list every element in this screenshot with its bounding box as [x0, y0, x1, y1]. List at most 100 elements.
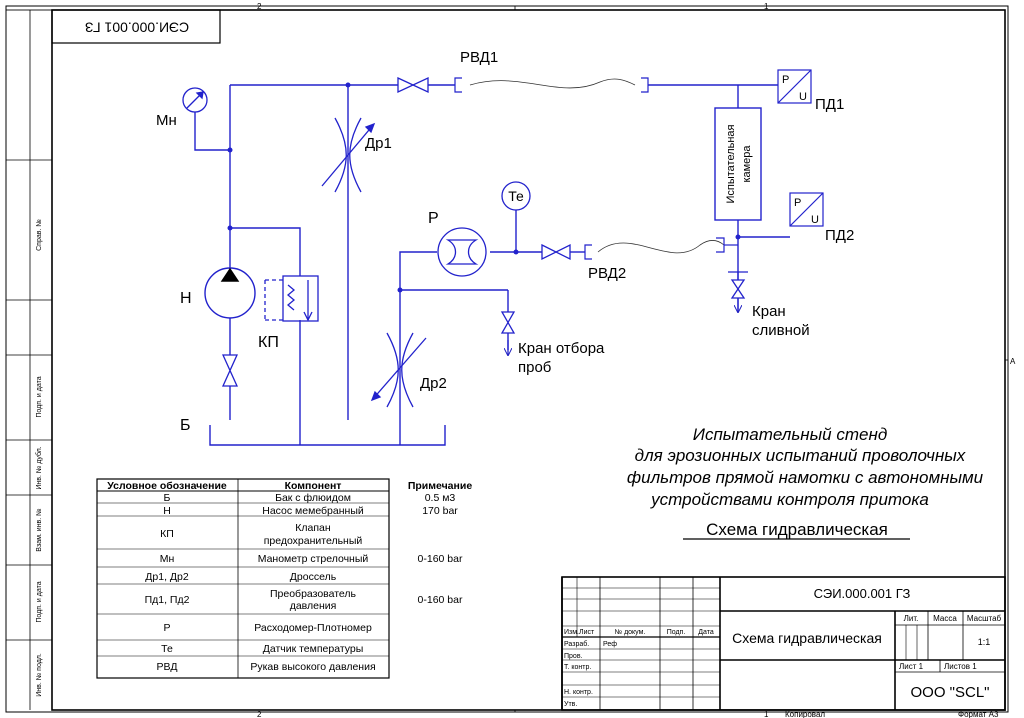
hydraulic-lines	[194, 84, 790, 446]
label-kran-sample-1: Кран отбора	[518, 340, 605, 357]
label-r: Р	[428, 210, 439, 227]
pump-icon	[204, 267, 256, 319]
svg-text:Н: Н	[163, 505, 171, 517]
label-dr2: Др2	[420, 375, 447, 392]
side-label-podp1: Подп. и дата	[36, 376, 43, 417]
label-pd1: ПД1	[815, 96, 844, 113]
svg-text:Утв.: Утв.	[564, 701, 577, 708]
legend-pd-2: давления	[290, 600, 337, 612]
pd2-u: U	[811, 214, 819, 226]
rotated-code-box: СЭИ.000.001 ГЗ	[51, 9, 221, 44]
label-rvd2: РВД2	[588, 265, 626, 282]
svg-text:СЭИ.000.001 ГЗ: СЭИ.000.001 ГЗ	[814, 586, 911, 601]
svg-text:Примечание: Примечание	[408, 480, 472, 492]
side-label-podl: Инв. № подл.	[36, 653, 43, 697]
format-label: Формат А3	[958, 710, 999, 718]
throttle-dr2-icon	[370, 332, 427, 408]
svg-text:Масштаб: Масштаб	[967, 614, 1002, 623]
zone-top-right: 1	[764, 2, 769, 11]
svg-text:Схема гидравлическая: Схема гидравлическая	[732, 630, 882, 646]
side-label-vzam: Взам. инв. №	[36, 508, 43, 551]
svg-text:Лист 1: Лист 1	[899, 662, 924, 671]
svg-text:Манометр стрелочный: Манометр стрелочный	[258, 553, 369, 565]
pressure-sensor-pd1-icon	[777, 69, 812, 104]
flowmeter-icon	[437, 227, 487, 277]
svg-text:Бак с флюидом: Бак с флюидом	[275, 492, 351, 504]
label-kran-drain-1: Кран	[752, 303, 786, 320]
legend-kp-1: Клапан	[295, 522, 331, 534]
svg-text:Подп.: Подп.	[667, 629, 686, 636]
test-chamber-icon	[714, 107, 762, 221]
svg-text:Др1, Др2: Др1, Др2	[145, 571, 189, 583]
side-label-podp2: Подп. и дата	[36, 581, 43, 622]
svg-text:1:1: 1:1	[978, 637, 991, 647]
svg-text:Схема гидравлическая: Схема гидравлическая	[706, 520, 888, 539]
label-b: Б	[180, 417, 191, 434]
svg-text:Те: Те	[161, 643, 173, 655]
label-kran-drain-2: сливной	[752, 322, 810, 339]
svg-text:Реф: Реф	[603, 641, 617, 648]
svg-text:Пров.: Пров.	[564, 653, 583, 660]
title-block	[561, 576, 1006, 711]
sample-valve-icon	[500, 311, 516, 355]
relief-valve-icon	[264, 275, 319, 322]
svg-text:Р: Р	[163, 622, 170, 634]
label-te: Те	[508, 188, 524, 204]
svg-text:170 bar: 170 bar	[422, 505, 458, 517]
label-pd2: ПД2	[825, 227, 854, 244]
label-kp: КП	[258, 334, 279, 351]
svg-text:0-160 bar: 0-160 bar	[418, 553, 463, 565]
svg-text:СЭИ.000.001 ГЗ: СЭИ.000.001 ГЗ	[85, 19, 189, 35]
drawing-title: Испытательный стенд для эрозионных испыт…	[627, 425, 984, 540]
label-n: Н	[180, 290, 192, 307]
svg-text:Н. контр.: Н. контр.	[564, 689, 593, 696]
temperature-sensor-icon	[501, 181, 531, 211]
legend-cells: Условное обозначение Компонент Примечани…	[107, 480, 472, 673]
copied-label: Копировал	[785, 710, 825, 718]
pressure-sensor-pd2-icon	[789, 192, 824, 227]
junction-dots	[227, 82, 741, 293]
svg-text:Листов 1: Листов 1	[944, 662, 977, 671]
label-rvd1: РВД1	[460, 49, 498, 66]
svg-text:0.5 м3: 0.5 м3	[425, 492, 456, 504]
pd1-p: P	[782, 74, 789, 86]
svg-text:КП: КП	[160, 528, 174, 540]
svg-text:Расходомер-Плотномер: Расходомер-Плотномер	[254, 622, 372, 634]
throttle-dr1-icon	[321, 117, 376, 193]
svg-text:Пд1, Пд2: Пд1, Пд2	[145, 594, 190, 606]
pd1-u: U	[799, 91, 807, 103]
label-mn: Мн	[156, 112, 177, 129]
svg-text:Датчик температуры: Датчик температуры	[263, 643, 364, 655]
svg-text:Изм.: Изм.	[564, 629, 579, 636]
drawing-frame	[5, 5, 1009, 713]
legend-pd-1: Преобразователь	[270, 588, 357, 600]
svg-text:Дроссель: Дроссель	[290, 571, 337, 583]
svg-text:Разраб.: Разраб.	[564, 640, 589, 648]
svg-text:Насос мемебранный: Насос мемебранный	[262, 505, 364, 517]
svg-text:Масса: Масса	[933, 614, 957, 623]
hose-rvd2-icon	[584, 237, 738, 260]
side-label-dubl: Инв. № дубл.	[35, 446, 43, 489]
zone-side: A	[1010, 357, 1016, 366]
svg-text:Лит.: Лит.	[904, 614, 919, 623]
svg-text:Лист: Лист	[579, 629, 595, 636]
svg-text:Дата: Дата	[698, 629, 714, 636]
zone-bottom-right: 1	[764, 710, 769, 718]
valve-top-icon	[397, 76, 429, 94]
svg-text:0-160 bar: 0-160 bar	[418, 594, 463, 606]
svg-text:№ докум.: № докум.	[615, 629, 646, 636]
legend-kp-2: предохранительный	[264, 535, 363, 547]
svg-text:Условное обозначение: Условное обозначение	[107, 480, 227, 492]
svg-text:Б: Б	[164, 492, 171, 504]
svg-text:РВД: РВД	[157, 661, 178, 673]
zone-top-left: 2	[257, 2, 262, 11]
svg-text:фильтров прямой намотки с авто: фильтров прямой намотки с автономными	[627, 468, 984, 487]
valve-mid-icon	[541, 243, 571, 261]
pd2-p: P	[794, 197, 801, 209]
drain-valve-icon	[728, 271, 748, 312]
svg-text:Мн: Мн	[160, 553, 175, 565]
side-label-sprav: Справ. №	[36, 219, 43, 251]
svg-text:ООО "SCL": ООО "SCL"	[911, 684, 990, 701]
label-chamber-2: камера	[741, 145, 753, 183]
valve-pump-icon	[221, 354, 239, 387]
